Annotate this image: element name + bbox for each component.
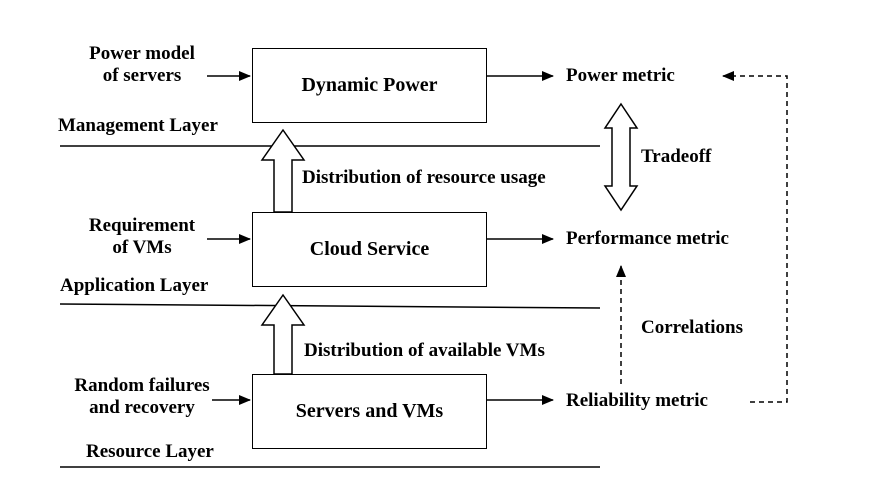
correlations-label: Correlations: [641, 317, 744, 338]
cloud-service-box: Cloud Service: [252, 212, 487, 287]
failures-line1: Random failures: [74, 375, 210, 396]
failures-line2: and recovery: [89, 397, 195, 418]
tradeoff-double-arrow: [603, 102, 639, 212]
cloud-service-label: Cloud Service: [309, 238, 430, 260]
servers-vms-label: Servers and VMs: [295, 400, 444, 422]
reliability-metric-label: Reliability metric: [566, 390, 708, 411]
power-model-line1: Power model: [89, 43, 195, 64]
power-model-label: Power model of servers: [72, 43, 212, 87]
available-vms-label: Distribution of available VMs: [304, 340, 545, 361]
power-model-line2: of servers: [102, 65, 182, 86]
dynamic-power-label: Dynamic Power: [301, 74, 438, 96]
resource-usage-block-arrow: [260, 128, 306, 213]
performance-metric-label: Performance metric: [566, 228, 729, 249]
failures-label: Random failures and recovery: [52, 375, 232, 419]
dynamic-power-box: Dynamic Power: [252, 48, 487, 123]
application-layer-separator: [59, 303, 601, 309]
servers-vms-box: Servers and VMs: [252, 374, 487, 449]
reliability-to-power-dashed-loop: [722, 71, 788, 403]
requirement-line2: of VMs: [112, 237, 172, 258]
requirement-line1: Requirement: [88, 215, 196, 236]
resource-layer-label: Resource Layer: [86, 441, 214, 462]
management-layer-label: Management Layer: [58, 115, 218, 136]
available-vms-block-arrow: [260, 293, 306, 375]
application-layer-label: Application Layer: [60, 275, 209, 296]
requirement-label: Requirement of VMs: [72, 215, 212, 259]
resource-usage-label: Distribution of resource usage: [302, 167, 546, 188]
tradeoff-label: Tradeoff: [641, 146, 712, 167]
power-metric-label: Power metric: [566, 65, 675, 86]
